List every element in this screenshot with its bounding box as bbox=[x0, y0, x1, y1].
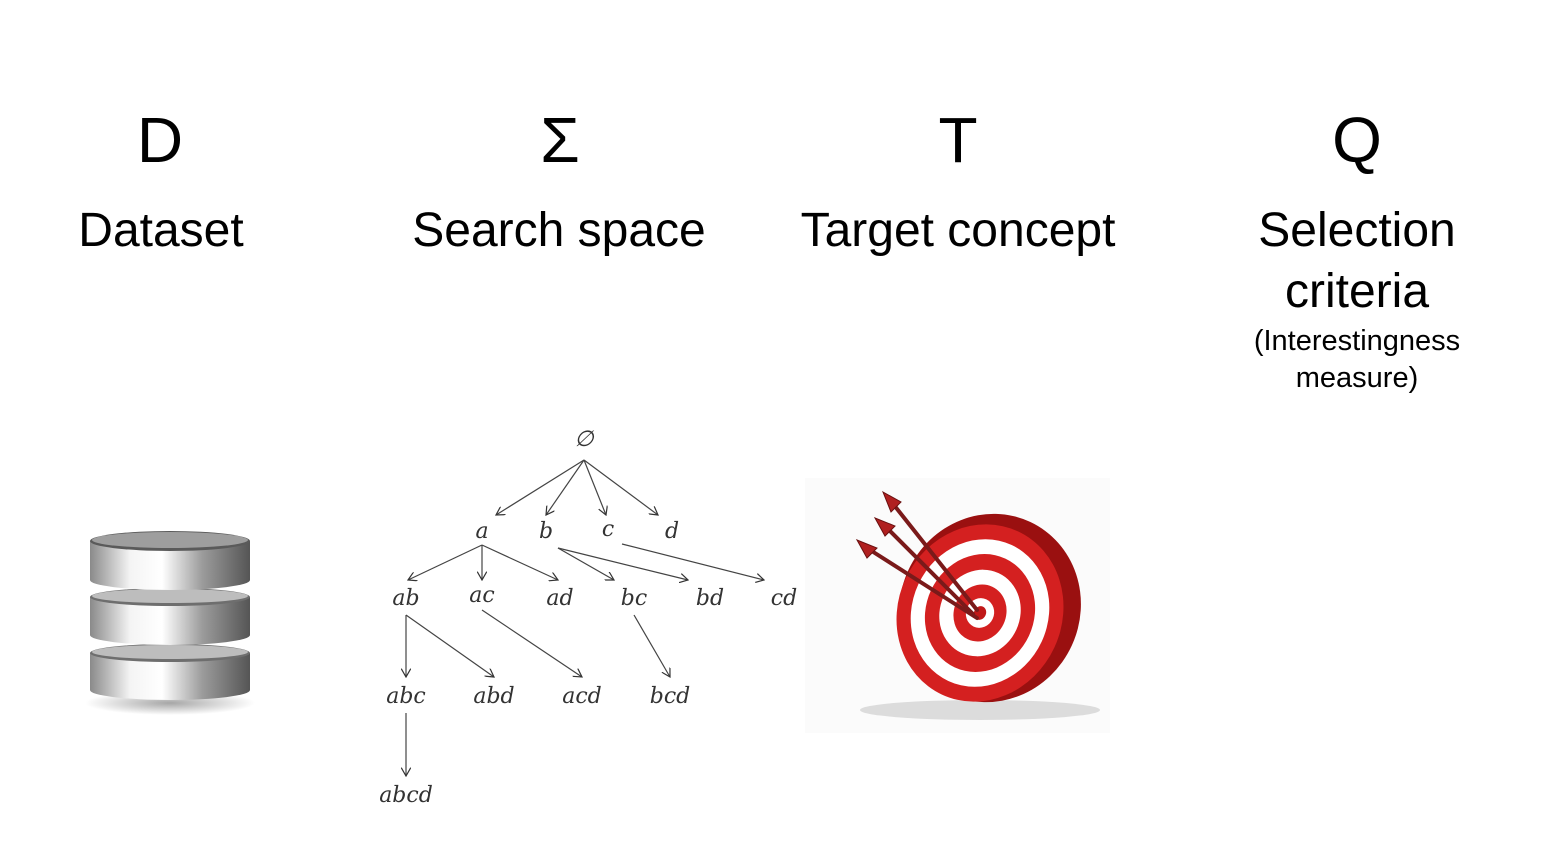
lattice-node-b: b bbox=[539, 519, 553, 544]
lattice-node-root: ∅ bbox=[574, 427, 594, 452]
lattice-node-abcd: abcd bbox=[379, 783, 433, 808]
database-icon bbox=[85, 531, 255, 715]
search-space-lattice: ∅ a b c d ab ac ad bc bd cd abc abd acd … bbox=[379, 427, 797, 808]
lattice-node-bcd: bcd bbox=[650, 684, 691, 709]
lattice-node-bd: bd bbox=[696, 586, 724, 611]
target-concept-label: Target concept bbox=[800, 204, 1116, 257]
lattice-node-abd: abd bbox=[473, 684, 514, 709]
search-space-label: Search space bbox=[412, 204, 706, 257]
selection-criteria-symbol: Q bbox=[1332, 104, 1382, 176]
lattice-node-ad: ad bbox=[546, 586, 573, 611]
selection-criteria-label-line1: Selection bbox=[1258, 204, 1456, 257]
dataset-symbol: D bbox=[136, 104, 184, 176]
lattice-node-c: c bbox=[602, 517, 614, 542]
interestingness-sublabel-line1: (Interestingness bbox=[1253, 325, 1461, 357]
lattice-node-abc: abc bbox=[386, 684, 426, 709]
search-space-symbol: Σ bbox=[540, 104, 580, 176]
interestingness-sublabel-line2: measure) bbox=[1295, 362, 1419, 394]
lattice-node-ab: ab bbox=[392, 586, 419, 611]
target-icon bbox=[805, 478, 1110, 733]
selection-criteria-label-line2: criteria bbox=[1284, 265, 1430, 318]
lattice-node-a: a bbox=[475, 519, 488, 544]
lattice-node-acd: acd bbox=[562, 684, 602, 709]
lattice-node-bc: bc bbox=[621, 586, 647, 611]
dataset-label: Dataset bbox=[78, 204, 244, 257]
lattice-node-ac: ac bbox=[469, 583, 494, 608]
lattice-node-cd: cd bbox=[771, 586, 797, 611]
lattice-node-d: d bbox=[665, 519, 679, 544]
target-concept-symbol: T bbox=[938, 104, 978, 176]
